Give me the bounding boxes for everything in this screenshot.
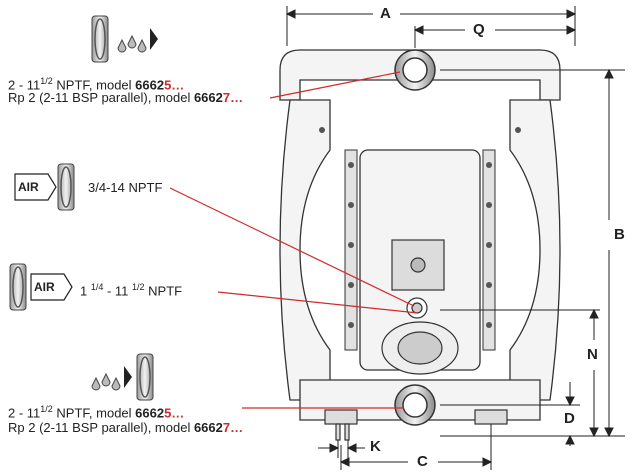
fluid-inlet-label: 2 - 111/2 NPTF, model 66625… xyxy=(8,404,185,421)
pump-feet xyxy=(324,409,508,441)
air-valve-block xyxy=(391,239,445,291)
fluid-outlet-port xyxy=(394,49,436,91)
dimension-label-k: K xyxy=(370,438,381,455)
fluid-inlet-icon-group xyxy=(91,353,154,401)
dimension-label-d: D xyxy=(564,410,575,427)
dimension-lines xyxy=(285,6,625,470)
fitting-icon xyxy=(136,353,154,401)
leader-lines xyxy=(169,71,419,409)
fluid-inlet-port xyxy=(394,384,436,426)
fitting-icon xyxy=(57,163,75,211)
flange-bolts xyxy=(319,127,521,328)
air-exhaust-label: 1 1/4 - 11 1/2 NPTF xyxy=(80,282,183,299)
dimension-label-q: Q xyxy=(473,21,485,38)
fluid-inlet-label-bsp: Rp 2 (2-11 BSP parallel), model 66627… xyxy=(8,420,244,435)
fluid-drops-icon xyxy=(117,34,147,53)
air-tag-label: AIR xyxy=(18,180,39,194)
air-arrow-icon xyxy=(14,173,57,201)
direction-arrow-icon xyxy=(150,28,158,50)
diaphragm-flanges xyxy=(344,149,496,351)
air-arrow-icon xyxy=(30,273,73,301)
fluid-drops-icon xyxy=(91,372,121,391)
fluid-outlet-label: 2 - 111/2 NPTF, model 66625… xyxy=(8,76,185,93)
air-inlet-port xyxy=(406,297,428,319)
dimension-label-a: A xyxy=(380,5,391,22)
fluid-outlet-icon-group xyxy=(91,15,158,63)
dimension-label-n: N xyxy=(587,346,598,363)
air-tag-label: AIR xyxy=(34,280,55,294)
fluid-outlet-label-bsp: Rp 2 (2-11 BSP parallel), model 66627… xyxy=(8,90,244,105)
fitting-icon xyxy=(91,15,109,63)
direction-arrow-icon xyxy=(124,366,132,388)
fitting-icon xyxy=(9,263,27,311)
air-exhaust-icon-group xyxy=(9,263,73,311)
exhaust-port xyxy=(381,321,459,375)
air-inlet-icon-group xyxy=(14,163,75,211)
air-inlet-label: 3/4-14 NPTF xyxy=(88,180,163,195)
dimension-label-c: C xyxy=(417,453,428,470)
dimension-label-b: B xyxy=(614,226,625,243)
